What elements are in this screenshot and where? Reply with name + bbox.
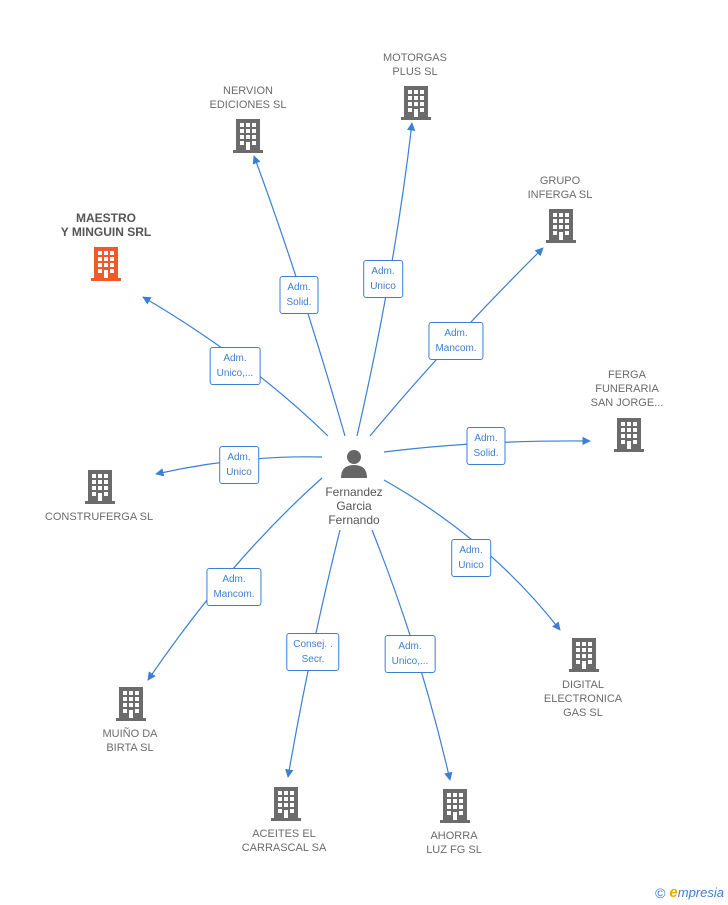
person-icon [341,450,367,478]
company-name: DIGITAL ELECTRONICA GAS SL [543,679,623,719]
company-ahorra[interactable]: AHORRA LUZ FG SL [374,829,534,857]
brand-initial: e [669,884,678,901]
building-icon[interactable] [114,685,148,723]
company-name: FERGA FUNERARIA SAN JORGE... [590,369,664,409]
company-name: NERVION EDICIONES SL [209,85,287,111]
building-icon[interactable] [544,207,578,245]
company-grupo-inferga[interactable]: GRUPO INFERGA SL [480,174,640,202]
company-name: MOTORGAS PLUS SL [383,52,447,78]
brand-rest: mpresia [677,885,724,900]
company-muino[interactable]: MUIÑO DA BIRTA SL [50,727,210,755]
role-label-grupo-inferga[interactable]: Adm. Mancom. [428,322,484,360]
company-name: ACEITES EL CARRASCAL SA [241,828,327,854]
company-ferga[interactable]: FERGA FUNERARIA SAN JORGE... [547,368,707,410]
role-label-aceites[interactable]: Consej. . Secr. [286,633,340,671]
company-name: MAESTRO Y MINGUIN SRL [60,211,152,239]
role-label-motorgas[interactable]: Adm. Unico [363,260,403,298]
company-nervion[interactable]: NERVION EDICIONES SL [168,84,328,112]
company-name: MUIÑO DA BIRTA SL [102,728,158,754]
copyright-icon: © [655,884,666,901]
company-maestro[interactable]: MAESTRO Y MINGUIN SRL [26,211,186,239]
company-name: CONSTRUFERGA SL [44,511,154,523]
building-icon[interactable] [399,84,433,122]
role-label-construferga[interactable]: Adm. Unico [219,446,259,484]
company-name: GRUPO INFERGA SL [527,175,593,201]
building-icon[interactable] [567,636,601,674]
person-name: Fernandez Garcia Fernando [325,485,383,527]
role-label-muino[interactable]: Adm. Mancom. [206,568,262,606]
building-icon-highlighted[interactable] [89,245,123,283]
company-motorgas[interactable]: MOTORGAS PLUS SL [335,51,495,79]
building-icon[interactable] [83,468,117,506]
building-icon[interactable] [612,416,646,454]
role-label-ferga[interactable]: Adm. Solid. [466,427,506,465]
person-node[interactable]: Fernandez Garcia Fernando [322,448,386,527]
role-label-maestro[interactable]: Adm. Unico,... [209,347,261,385]
building-icon[interactable] [438,787,472,825]
company-aceites[interactable]: ACEITES EL CARRASCAL SA [204,827,364,855]
building-icon[interactable] [231,117,265,155]
brand-logo[interactable]: empresia [669,884,724,901]
company-digital[interactable]: DIGITAL ELECTRONICA GAS SL [503,678,663,720]
building-icon[interactable] [269,785,303,823]
role-label-digital[interactable]: Adm. Unico [451,539,491,577]
role-label-nervion[interactable]: Adm. Solid. [279,276,319,314]
company-name: AHORRA LUZ FG SL [426,830,482,856]
footer-brand: © empresia [655,884,724,901]
role-label-ahorra[interactable]: Adm. Unico,... [384,635,436,673]
company-construferga[interactable]: CONSTRUFERGA SL [19,510,179,524]
